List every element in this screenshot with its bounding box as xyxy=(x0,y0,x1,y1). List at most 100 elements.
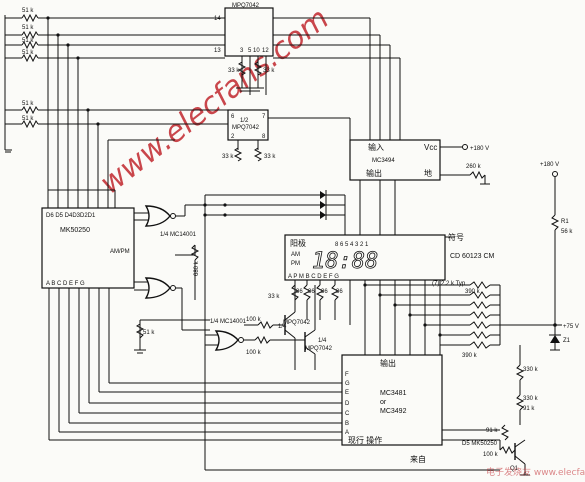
mk50250-pins-top: D6 D5 D4D3D2D1 xyxy=(46,213,96,219)
res-100k-q1: 100 k xyxy=(483,452,499,458)
mpq-pin-12: 12 xyxy=(262,48,269,54)
mc3481-pin-c: C xyxy=(345,411,350,417)
res-36-1: 36 xyxy=(296,289,303,295)
res-36-2: 36 xyxy=(308,289,315,295)
display-pins-top: 8 6 5 4 3 2 1 xyxy=(335,242,369,248)
mk50250-ampm: AM/PM xyxy=(110,249,130,255)
mk-to-mc3481-bus xyxy=(49,382,342,441)
diode-3 xyxy=(320,211,326,219)
q1-label: Q1 xyxy=(510,466,519,472)
q1-name: MPQ7042 xyxy=(283,320,311,326)
display-digits: 18:88 xyxy=(312,249,378,274)
r1-value: 56 k xyxy=(561,229,573,235)
display-symbol-label: 符号 xyxy=(448,232,464,242)
mc3481-or: or xyxy=(380,399,387,406)
driver-transistor-q1: 330 k 330 k 91 k 91 k 100 k Q1 xyxy=(205,345,539,476)
mc3481-pin-g: G xyxy=(345,381,350,387)
mc3494-vcc-label: Vcc xyxy=(424,143,437,152)
res-100k-b: 100 k xyxy=(246,350,262,356)
input-resistor-bank-mid: 51 k 51 k xyxy=(5,101,228,129)
mpq-half-label: MPQ7042 xyxy=(232,125,260,131)
res-330k-b: 330 k xyxy=(523,396,539,402)
supply-180v-top: +180 V xyxy=(470,146,489,152)
mc3481-pin-f: F xyxy=(345,372,349,378)
segment-bus xyxy=(363,280,442,355)
display-code: CD 60123 CM xyxy=(450,253,495,260)
watermark-url: www.elecfans.com xyxy=(93,1,335,201)
pullup-ladder: (7) 2.2 k Typ 390 k 390 k xyxy=(365,281,555,359)
mk50250-pins-bottom: A B C D E F G xyxy=(46,281,85,287)
mpq-half-pin-6: 6 xyxy=(231,114,235,120)
res-33k-mid-2: 33 k xyxy=(264,154,276,160)
mc3481-pin-b: B xyxy=(345,421,349,427)
res-36-3: 36 xyxy=(321,289,328,295)
res-330k-a: 330 k xyxy=(523,367,539,373)
mc3481-pin-d: D xyxy=(345,401,350,407)
res-100k-a: 100 k xyxy=(246,317,262,323)
mc3481-enable: 现行 操作 xyxy=(348,435,382,445)
mpq-pin-13: 13 xyxy=(214,48,221,54)
res-390k-top: 390 k xyxy=(465,289,481,295)
res-36-4: 36 xyxy=(336,289,343,295)
diode-2 xyxy=(320,201,326,209)
mpq-pin-10: 10 xyxy=(253,48,260,54)
nor-gate-upper: 1/4 MC14001 xyxy=(134,204,205,238)
mpq-half-pin-8: 8 xyxy=(262,134,266,140)
res-33k-pre: 33 k xyxy=(268,294,280,300)
mpq7042-top-label: MPQ7042 xyxy=(232,3,260,9)
mc3481-output: 输出 xyxy=(380,358,396,368)
mc14001-label-a: 1/4 MC14001 xyxy=(160,232,197,238)
mpq-pin-14: 14 xyxy=(214,16,221,22)
res-label-51k-1: 51 k xyxy=(22,8,34,14)
mc3494-ground-label: 地 xyxy=(424,168,432,178)
zener-label: Z1 xyxy=(563,338,571,344)
mc3494-name: MC3494 xyxy=(372,158,395,164)
res-91k-b: 91 k xyxy=(486,428,498,434)
res-33k-top-1: 33 k xyxy=(228,68,240,74)
mpq7042-top-ic: MPQ7042 14 13 3 5 10 12 33 k 33 k xyxy=(214,3,275,95)
power-supply-right: +180 V R1 56 k +75 V Z1 xyxy=(540,162,579,351)
display-pm: PM xyxy=(291,261,300,267)
res-label-51k-6: 51 k xyxy=(22,116,34,122)
display-am: AM xyxy=(291,252,300,258)
mc3481-name1: MC3481 xyxy=(380,390,407,397)
watermark-corner: 电子发烧友 www.elecfans.com xyxy=(486,466,585,478)
mc3481-pin-a: A xyxy=(345,430,349,436)
res-91k-a: 91 k xyxy=(523,406,535,412)
nor-gate-lower: 1/4 MC14001 100 k 100 k xyxy=(205,317,274,356)
vfd-display: 阳极 8 6 5 4 3 2 1 AM PM 18:88 A P M B C D… xyxy=(284,232,495,281)
wires-mpq-to-mc3494 xyxy=(268,17,401,148)
res-51k-gate: 51 k xyxy=(143,330,155,336)
res-33k-mid-1: 33 k xyxy=(222,154,234,160)
res-label-51k-4: 51 k xyxy=(22,50,34,56)
q1-frac: 1/4 xyxy=(278,324,287,330)
res-label-51k-5: 51 k xyxy=(22,101,34,107)
mk50250-d5-ref: D5 MK50250 xyxy=(462,441,498,447)
gate-bias-network: 51 k xyxy=(134,319,210,354)
mpq-half-pin-2: 2 xyxy=(231,134,235,140)
res-label-51k-2: 51 k xyxy=(22,25,34,31)
mc3494-output-label: 输出 xyxy=(366,168,382,178)
mc3481-from: 来自 xyxy=(410,454,426,464)
mc14001-label-b: 1/4 MC14001 xyxy=(210,319,247,325)
zener-z1 xyxy=(550,335,560,343)
segment-resistor-row: 36 36 36 36 xyxy=(290,280,351,325)
display-pins-bottom: A P M B C D E F G xyxy=(288,274,339,280)
supply-75v: +75 V xyxy=(563,324,579,330)
mk50250-ic: D6 D5 D4D3D2D1 MK50250 AM/PM A B C D E F… xyxy=(41,207,135,440)
display-anode-label: 阳极 xyxy=(290,238,306,248)
transistor-pair: 1/4 MPQ7042 1/4 MPQ7042 33 k xyxy=(268,285,333,370)
mpq7042-half-ic: 1/2 MPQ7042 6 2 7 8 33 k 33 k xyxy=(222,109,276,162)
r1-label: R1 xyxy=(561,219,569,225)
input-resistor-bank-top: 51 k 51 k 51 k 51 k xyxy=(4,8,225,153)
mc3494-ic: 输入 Vcc MC3494 输出 地 +180 V 260 k xyxy=(349,139,490,235)
bus-lines-left xyxy=(46,16,175,208)
supply-180v-right: +180 V xyxy=(540,162,559,168)
q2-name: MPQ7042 xyxy=(305,346,333,352)
diode-array xyxy=(203,190,346,470)
mc3481-name2: MC3492 xyxy=(380,408,407,415)
